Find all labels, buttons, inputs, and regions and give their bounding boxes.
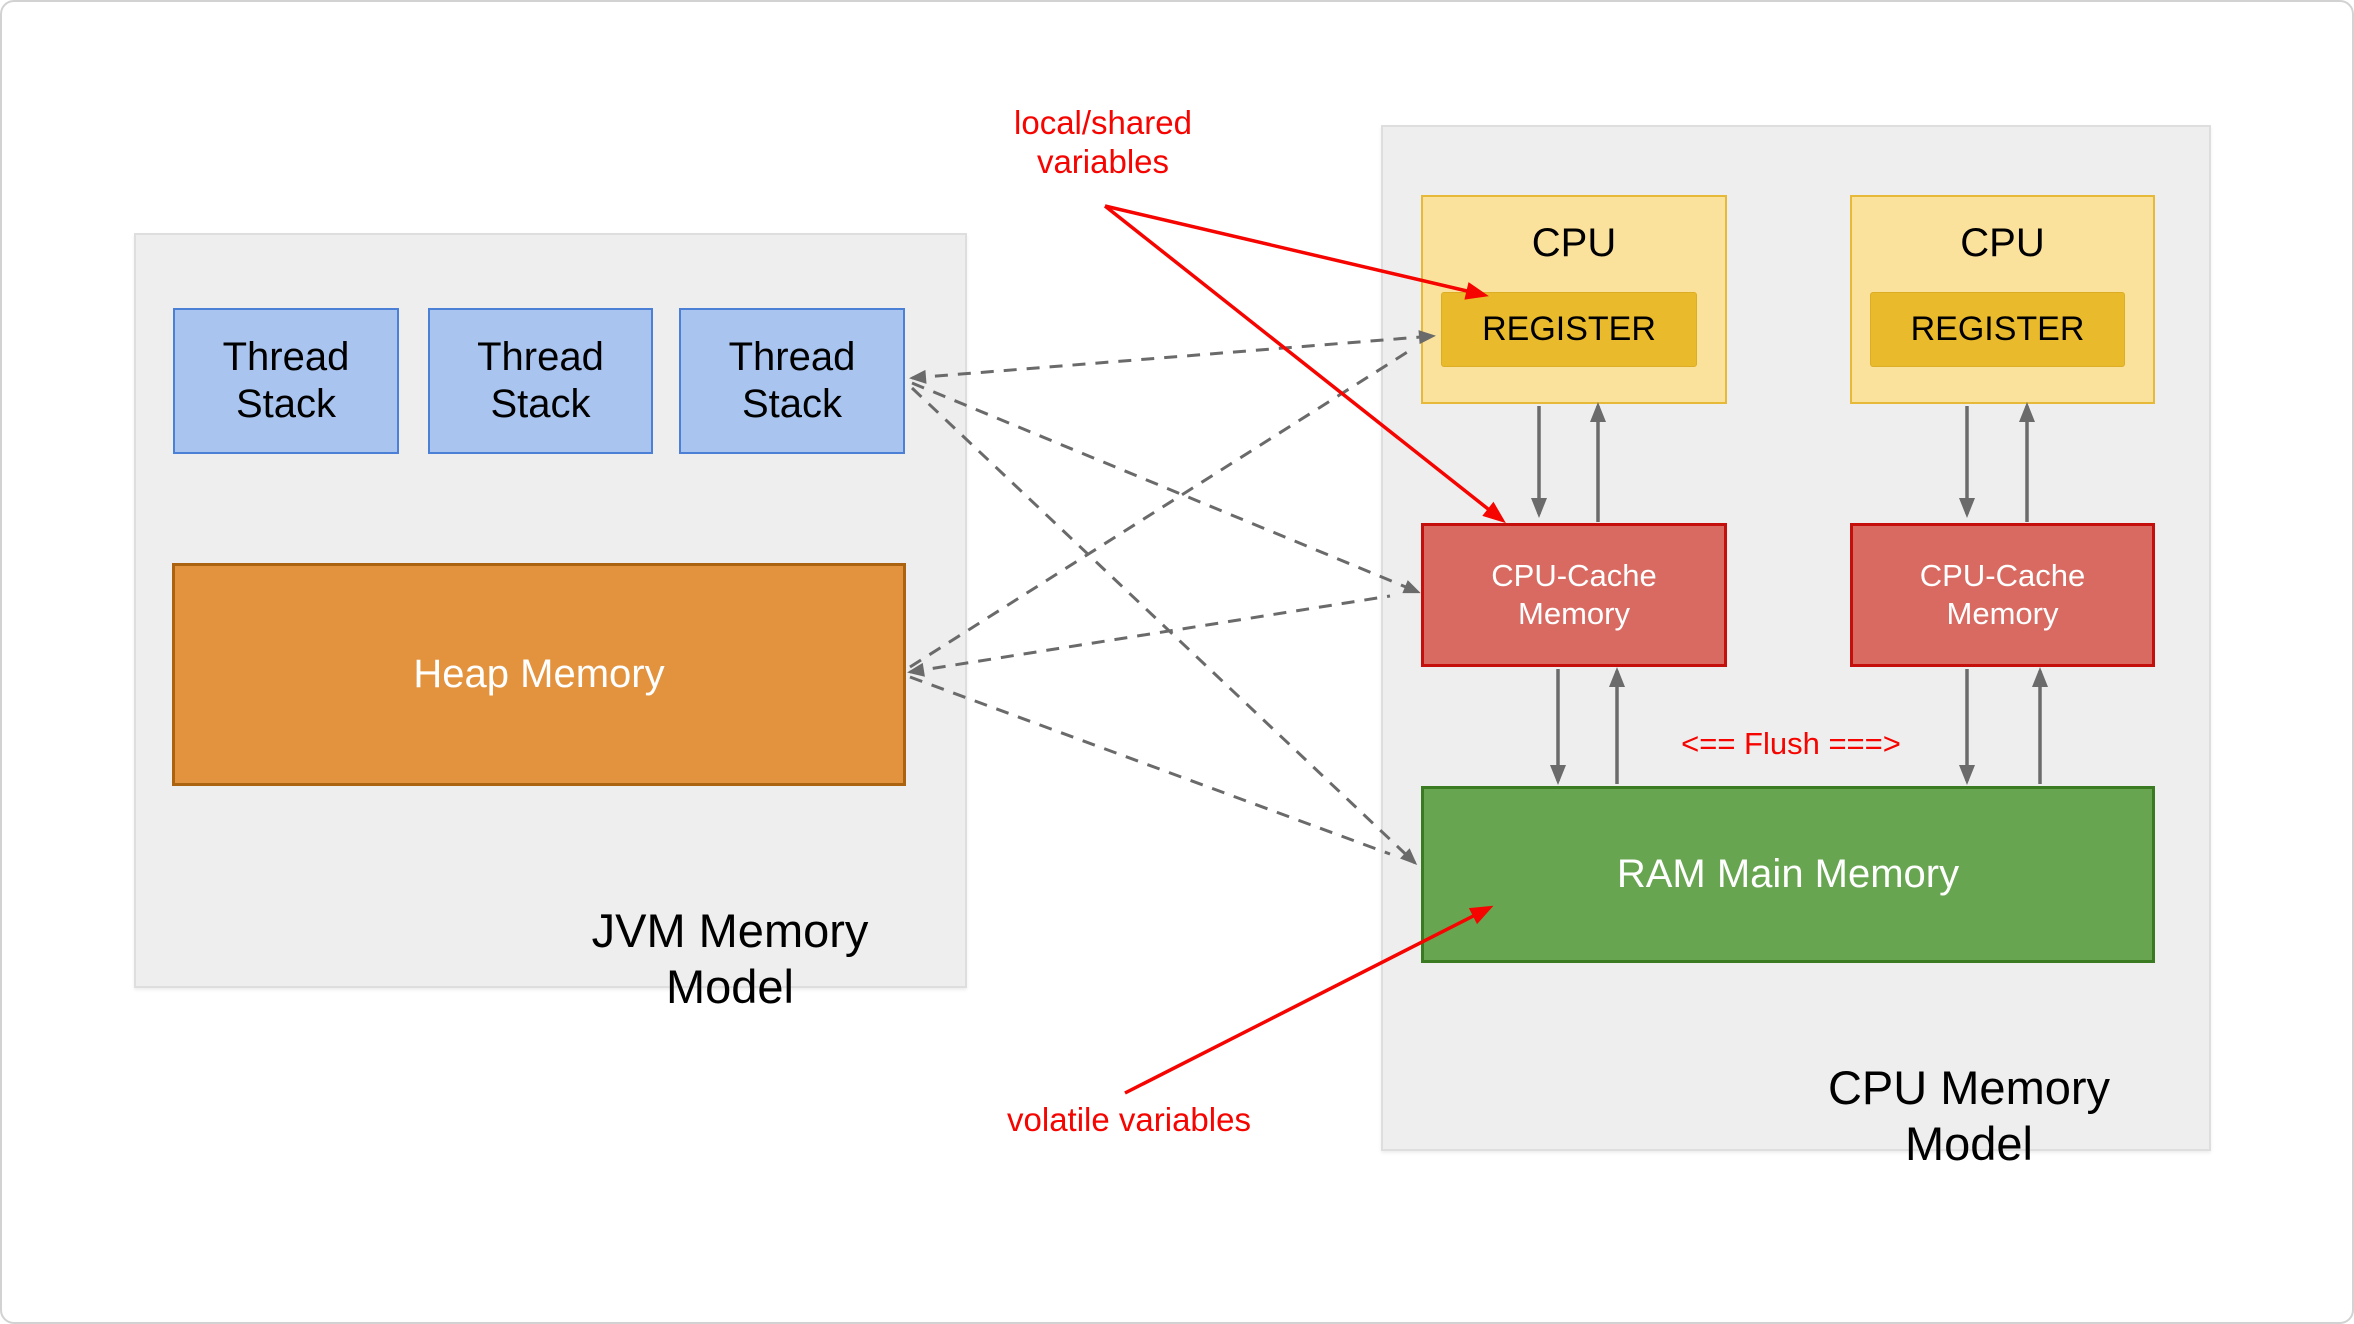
dashed-arrow-thread-ram [910,386,1418,866]
thread-stack-box-2: Thread Stack [428,308,653,454]
dashed-arrow-thread-register [909,330,1436,384]
ram-main-memory-box: RAM Main Memory [1421,786,2155,963]
annotation-local-shared-variables: local/shared variables [1014,104,1192,180]
dashed-arrow-heap-register [909,349,1410,669]
heap-memory-box: Heap Memory [172,563,906,786]
thread-stack-box-3: Thread Stack [679,308,905,454]
register-box-1: REGISTER [1441,292,1697,367]
dashed-arrow-thread-cache [911,381,1421,594]
dashed-arrow-heap-cache [907,594,1391,677]
register-box-2: REGISTER [1870,292,2125,367]
cpu-panel-title: CPU Memory Model [1827,1061,2111,1170]
annotation-volatile-variables: volatile variables [1007,1101,1251,1138]
jvm-panel-title: JVM Memory Model [591,904,869,1013]
dashed-arrow-heap-ram [909,675,1391,856]
cpu-cache-box-1: CPU-Cache Memory [1421,523,1727,667]
cpu-cache-box-2: CPU-Cache Memory [1850,523,2155,667]
dashed-arrows [907,330,1436,866]
thread-stack-box-1: Thread Stack [173,308,399,454]
annotation-flush: <== Flush ===> [1681,726,1901,761]
